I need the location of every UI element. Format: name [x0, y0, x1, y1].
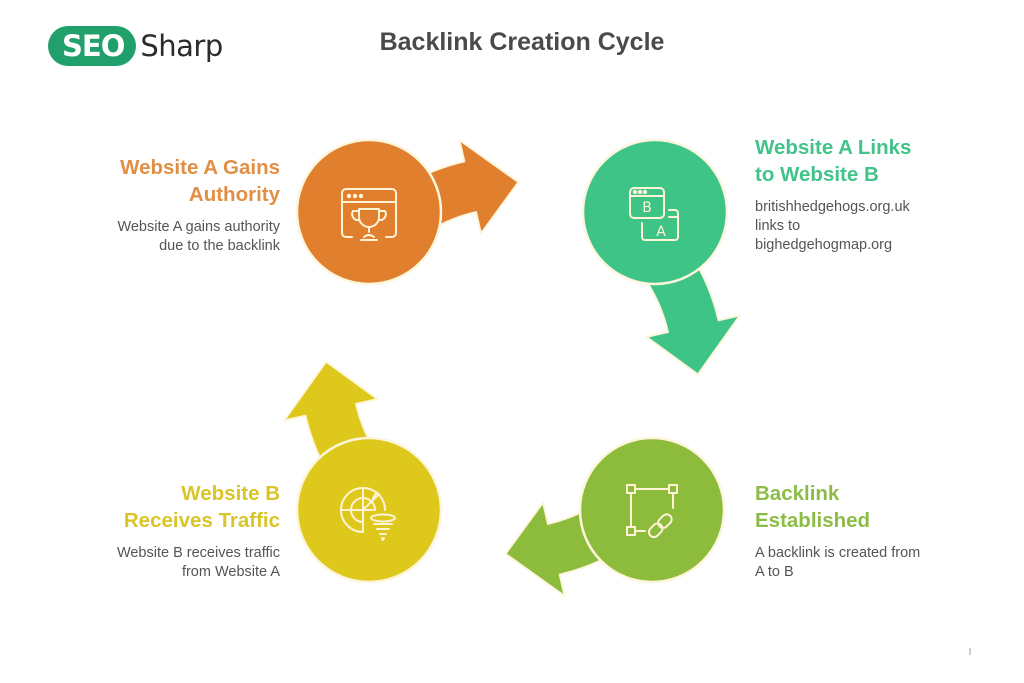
corner-mark [969, 648, 971, 655]
step-label-backlink-established: Backlink Established A backlink is creat… [755, 480, 985, 582]
icon-letter-a: A [656, 224, 666, 240]
radar-funnel-icon [340, 487, 396, 541]
heading-line: Authority [188, 183, 280, 206]
step-node-website-a-links-to-website-b: B A [581, 138, 729, 286]
brand-logo: SEO Sharp [48, 24, 223, 68]
step-label-website-a-gains-authority: Website A Gains Authority Website A gain… [50, 154, 280, 256]
heading-line: Established [755, 509, 871, 532]
step-label-website-a-links-to-website-b: Website A Links to Website B britishhedg… [755, 134, 985, 255]
step-heading: Website A Gains Authority [50, 154, 280, 208]
browser-trophy-icon [341, 188, 397, 241]
description-line: britishhedgehogs.org.uk [755, 199, 910, 215]
icon-letter-b: B [642, 200, 652, 216]
description-line: links to [755, 218, 801, 234]
step-description: Website B receives traffic from Website … [50, 544, 280, 582]
step-heading: Backlink Established [755, 480, 985, 534]
description-line: from Website A [181, 564, 280, 580]
heading-line: Website A Links [755, 136, 912, 159]
description-line: A backlink is created from [755, 545, 921, 561]
heading-line: Website B [181, 482, 280, 505]
step-description: britishhedgehogs.org.uk links to bighedg… [755, 198, 985, 255]
step-node-website-b-receives-traffic [295, 436, 443, 584]
step-label-website-b-receives-traffic: Website B Receives Traffic Website B rec… [50, 480, 280, 582]
step-heading: Website A Links to Website B [755, 134, 985, 188]
selection-box-link-icon [626, 484, 678, 539]
step-description: Website A gains authority due to the bac… [50, 218, 280, 256]
step-heading: Website B Receives Traffic [50, 480, 280, 534]
description-line: due to the backlink [159, 238, 280, 254]
description-line: Website B receives traffic [116, 545, 280, 561]
step-node-backlink-established [578, 436, 726, 584]
step-circle [581, 138, 729, 286]
description-line: bighedgehogmap.org [755, 237, 893, 253]
description-line: Website A gains authority [117, 219, 280, 235]
step-circle [578, 436, 726, 584]
heading-line: Website A Gains [120, 156, 280, 179]
step-circle [295, 138, 443, 286]
heading-line: Backlink [755, 482, 840, 505]
heading-line: to Website B [755, 163, 879, 186]
logo-badge: SEO [48, 26, 137, 66]
step-description: A backlink is created from A to B [755, 544, 985, 582]
heading-line: Receives Traffic [123, 509, 280, 532]
step-node-website-a-gains-authority [295, 138, 443, 286]
diagram-title: Backlink Creation Cycle [379, 28, 665, 56]
description-line: A to B [755, 564, 794, 580]
logo-wordmark: Sharp [140, 29, 223, 63]
linked-windows-b-a-icon: B A [629, 187, 679, 241]
